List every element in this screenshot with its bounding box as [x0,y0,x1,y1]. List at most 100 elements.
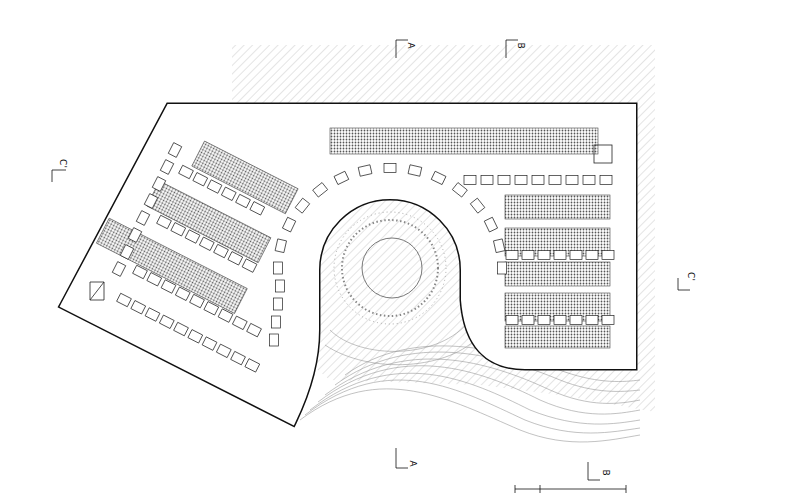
car-space [185,230,200,243]
car-space [313,183,328,198]
car-space [600,176,612,185]
building-wall [65,108,632,420]
car-space [583,176,595,185]
car-space [358,165,372,176]
car-space [484,217,497,232]
car-space [247,323,262,336]
car-space [470,198,485,213]
car-space [221,187,236,200]
car-space [157,215,172,228]
ramp-symbol [90,282,104,300]
car-space [152,177,165,192]
car-space [128,228,141,243]
car-space [384,164,396,173]
car-space [133,265,148,278]
car-space [120,245,133,260]
car-space [506,251,518,260]
car-space [602,316,614,325]
car-space [498,262,507,274]
car-space [218,309,233,322]
scale-bar [515,485,626,493]
car-space [174,322,189,335]
section-markers [52,40,690,480]
car-space [274,298,283,310]
car-space [481,176,493,185]
section-label: B [516,42,525,48]
car-spaces [112,143,614,372]
car-space [236,194,251,207]
car-space [117,293,132,306]
car-space [464,176,476,185]
car-space [232,316,247,329]
tree-circle [362,238,422,298]
car-space [538,251,550,260]
car-space [602,251,614,260]
car-space [168,143,181,158]
car-space [431,171,446,184]
tree-canopy [342,220,438,316]
car-space [566,176,578,185]
car-space [270,334,279,346]
car-space [112,262,125,277]
stair-symbol [594,145,612,163]
car-space [199,237,214,250]
car-space [532,176,544,185]
car-space [538,316,550,325]
car-space [202,337,217,350]
car-space [179,165,194,178]
car-space [554,251,566,260]
car-space [522,251,534,260]
car-space [193,173,208,186]
car-space [161,280,176,293]
car-space [493,239,504,253]
car-space [190,294,205,307]
section-label: B [601,469,610,475]
section-label: C' [685,272,694,281]
car-space [204,302,219,315]
car-space [586,251,598,260]
car-space [216,344,231,357]
section-label: C' [57,159,66,168]
building-wall-inner [65,108,632,420]
car-space [136,211,149,226]
car-space [549,176,561,185]
car-space [334,171,349,184]
car-space [276,280,285,292]
car-space [282,217,295,232]
car-space [506,316,518,325]
car-space [522,316,534,325]
car-space [245,359,260,372]
car-space [498,176,510,185]
car-space [159,315,174,328]
car-space [515,176,527,185]
car-space [275,239,286,253]
car-space [160,160,173,175]
section-label: A [405,42,414,48]
car-space [144,194,157,209]
car-space [242,259,257,272]
car-space [145,308,160,321]
car-space [586,316,598,325]
car-space [554,316,566,325]
car-space [147,273,162,286]
parking-bays [96,118,610,348]
car-space [131,301,146,314]
car-space [171,223,186,236]
car-space [250,202,265,215]
car-space [570,251,582,260]
car-space [207,180,222,193]
tree-canopy-outer [334,212,446,324]
car-space [175,287,190,300]
car-space [214,244,229,257]
car-space [295,198,310,213]
car-space [228,252,243,265]
car-space [231,351,246,364]
section-label: A [407,460,416,466]
car-space [188,330,203,343]
car-space [570,316,582,325]
car-space [408,165,422,176]
car-space [272,316,281,328]
car-space [274,262,283,274]
